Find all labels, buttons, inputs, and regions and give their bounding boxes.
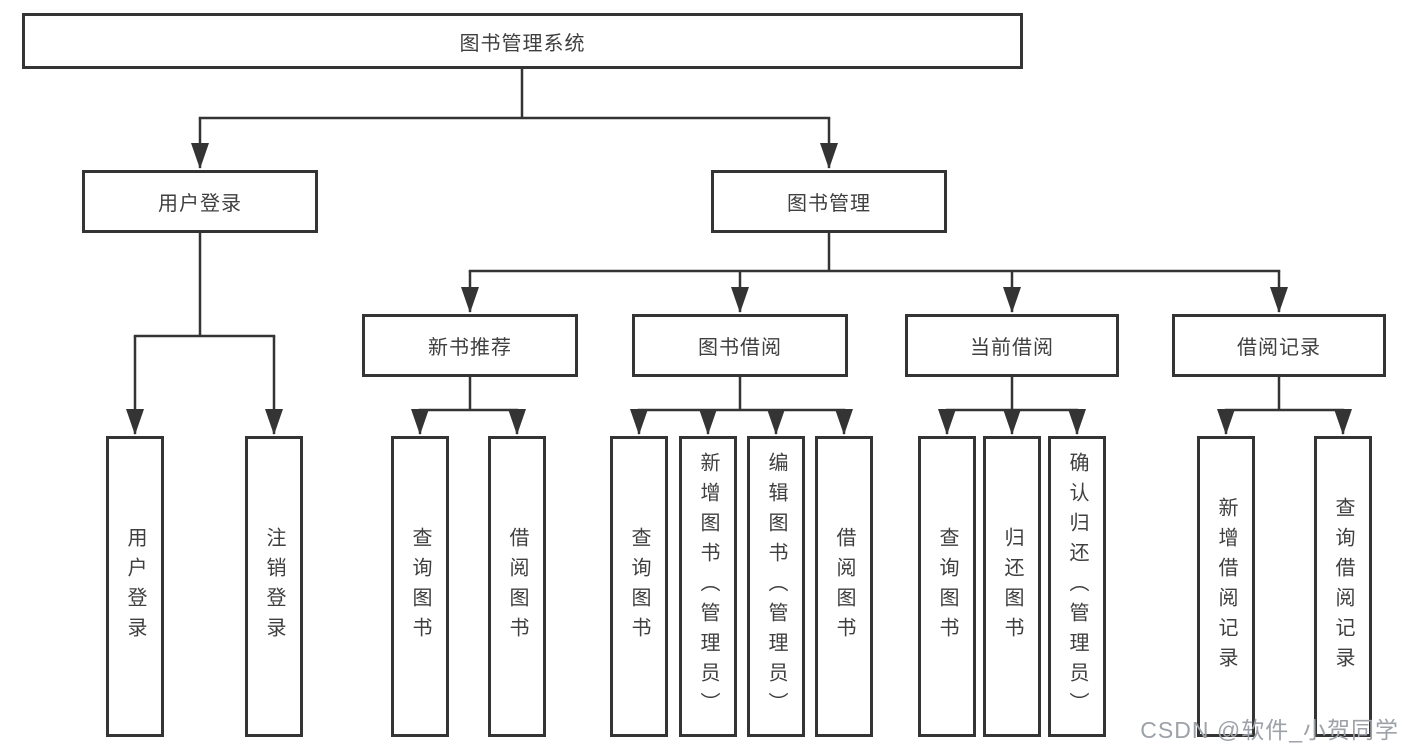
node-label: 图书管理系统 — [459, 32, 586, 55]
node-label: 图书借阅 — [698, 337, 782, 359]
node-user-login-branch: 用户登录 — [82, 170, 318, 233]
leaf-borrow-books-recommend: 借阅图书 — [488, 436, 546, 737]
leaf-borrow-books: 借阅图书 — [815, 436, 873, 737]
node-book-management-branch: 图书管理 — [711, 170, 947, 233]
leaf-label: 新增借阅记录 — [1215, 496, 1237, 677]
leaf-logout: 注销登录 — [245, 436, 303, 737]
node-library-management-system: 图书管理系统 — [22, 13, 1023, 69]
node-book-borrowing: 图书借阅 — [632, 314, 848, 377]
leaf-label: 查询图书 — [409, 526, 431, 647]
leaf-label: 编辑图书（管理员） — [765, 451, 787, 722]
leaf-label: 借阅图书 — [833, 526, 855, 647]
leaf-label: 新增图书（管理员） — [697, 451, 719, 722]
node-label: 当前借阅 — [970, 337, 1054, 359]
leaf-label: 确认归还（管理员） — [1066, 451, 1088, 722]
leaf-query-books-recommend: 查询图书 — [391, 436, 449, 737]
leaf-label: 归还图书 — [1001, 526, 1023, 647]
leaf-label: 注销登录 — [263, 526, 285, 647]
leaf-label: 查询图书 — [628, 526, 650, 647]
leaf-query-borrow-record: 查询借阅记录 — [1314, 436, 1372, 737]
leaf-confirm-return-admin: 确认归还（管理员） — [1048, 436, 1106, 737]
leaf-query-books-borrowing: 查询图书 — [610, 436, 668, 737]
csdn-watermark: CSDN @软件_小贺同学 — [1140, 717, 1399, 743]
leaf-label: 用户登录 — [124, 526, 146, 647]
leaf-query-books-current: 查询图书 — [918, 436, 976, 737]
leaf-label: 查询借阅记录 — [1332, 496, 1354, 677]
node-label: 用户登录 — [158, 193, 242, 215]
leaf-edit-books-admin: 编辑图书（管理员） — [747, 436, 805, 737]
node-label: 借阅记录 — [1237, 337, 1321, 359]
leaf-user-login: 用户登录 — [106, 436, 164, 737]
node-new-book-recommend: 新书推荐 — [362, 314, 578, 377]
node-label: 新书推荐 — [428, 337, 512, 359]
leaf-add-borrow-record: 新增借阅记录 — [1197, 436, 1255, 737]
node-borrowing-records: 借阅记录 — [1172, 314, 1386, 377]
node-current-borrowing: 当前借阅 — [905, 314, 1119, 377]
leaf-label: 查询图书 — [936, 526, 958, 647]
leaf-return-books: 归还图书 — [983, 436, 1041, 737]
leaf-label: 借阅图书 — [506, 526, 528, 647]
node-label: 图书管理 — [787, 193, 871, 215]
leaf-add-books-admin: 新增图书（管理员） — [679, 436, 737, 737]
